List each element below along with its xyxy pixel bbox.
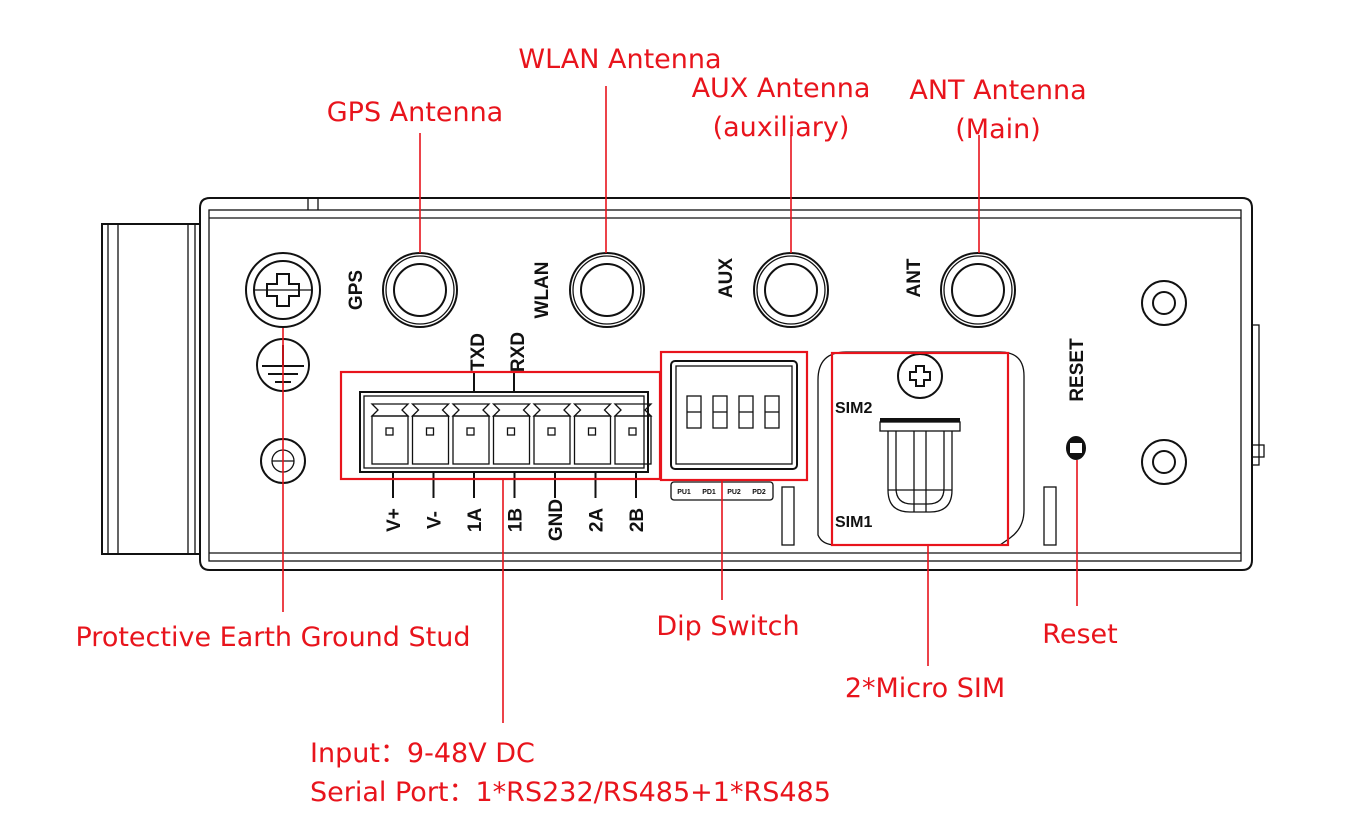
terminal-pin-label: V- [425, 511, 446, 529]
screw-head-icon [266, 273, 300, 307]
dip-toggle[interactable] [686, 395, 702, 429]
terminal-pin-label: 1B [506, 508, 527, 532]
dip-legend-label: PU2 [727, 489, 741, 496]
label-txd: TXD [468, 333, 489, 371]
dip-toggles [686, 395, 780, 429]
sim-tray: SIM2 SIM1 [781, 351, 1057, 546]
antenna-connector-gps [382, 252, 458, 328]
callout-aux-antenna-line1: AUX Antenna [692, 73, 871, 104]
highlight-micro-sim [830, 351, 1010, 547]
leader-lines [282, 86, 1078, 723]
antenna-connector-aux [753, 252, 829, 328]
label-sim1: SIM1 [835, 514, 872, 531]
dip-toggle[interactable] [712, 395, 728, 429]
side-mount-block [101, 223, 201, 555]
enclosure-outline [199, 197, 1253, 571]
callout-gps-antenna: GPS Antenna [327, 97, 503, 128]
dip-legend-label: PU1 [677, 489, 691, 496]
terminal-pin: V+ [370, 403, 410, 532]
label-wlan: WLAN [532, 262, 553, 319]
label-gps: GPS [346, 270, 367, 310]
antenna-connector-ant [940, 252, 1016, 328]
callout-aux-antenna-line2: (auxiliary) [713, 112, 850, 143]
terminal-block-housing [359, 391, 649, 473]
highlight-dip-switch [659, 350, 809, 482]
callout-dip-switch: Dip Switch [656, 611, 799, 642]
callout-ant-antenna-line1: ANT Antenna [909, 75, 1086, 106]
label-sim2: SIM2 [835, 400, 872, 417]
callout-reset: Reset [1042, 619, 1117, 650]
dip-legend: PU1 PD1 PU2 PD2 [677, 489, 766, 496]
label-reset: RESET [1067, 338, 1088, 402]
screw-head-icon [909, 365, 931, 387]
highlight-terminal-block [339, 370, 662, 481]
terminal-pin-label: V+ [384, 508, 405, 532]
terminal-pin: 1B [491, 403, 532, 532]
mounting-hole-bottom [1141, 439, 1187, 485]
callout-micro-sim: 2*Micro SIM [845, 673, 1005, 704]
terminal-pin: V- [410, 403, 451, 529]
dip-toggle[interactable] [738, 395, 754, 429]
dip-legend-label: PD2 [752, 489, 766, 496]
dip-legend-label: PD1 [702, 489, 716, 496]
callout-input: Input：9-48V DC [310, 738, 535, 769]
label-rxd: RXD [508, 332, 529, 372]
terminal-pin: 2A [572, 403, 613, 533]
callout-ant-antenna-line2: (Main) [955, 114, 1041, 145]
antenna-connector-wlan [569, 252, 645, 328]
label-aux: AUX [716, 258, 737, 298]
ground-stud [245, 252, 321, 328]
sim-ejector [887, 431, 953, 513]
dip-toggle[interactable] [764, 395, 780, 429]
terminal-pin: GND [532, 403, 572, 541]
terminal-pin: 1A [451, 403, 491, 533]
callout-serial-port: Serial Port：1*RS232/RS485+1*RS485 [310, 777, 831, 808]
callout-wlan-antenna: WLAN Antenna [518, 44, 721, 75]
callout-ground-stud: Protective Earth Ground Stud [76, 622, 471, 653]
enclosure [101, 197, 1265, 571]
label-ant: ANT [904, 258, 925, 297]
terminal-pin: 2B [613, 403, 653, 532]
dip-switch: PU1 PD1 PU2 PD2 [670, 360, 798, 501]
terminal-pin-label: 1A [465, 508, 486, 533]
terminal-pin-label: 2B [627, 508, 648, 532]
terminal-pin-label: GND [546, 499, 567, 541]
mounting-hole-top [1141, 280, 1187, 326]
terminal-block: V+ V- 1A 1B GND 2A 2B [359, 391, 653, 541]
sim-cover-screw [897, 353, 943, 399]
terminal-pin-label: 2A [587, 508, 608, 533]
reset-button[interactable] [1066, 436, 1086, 460]
